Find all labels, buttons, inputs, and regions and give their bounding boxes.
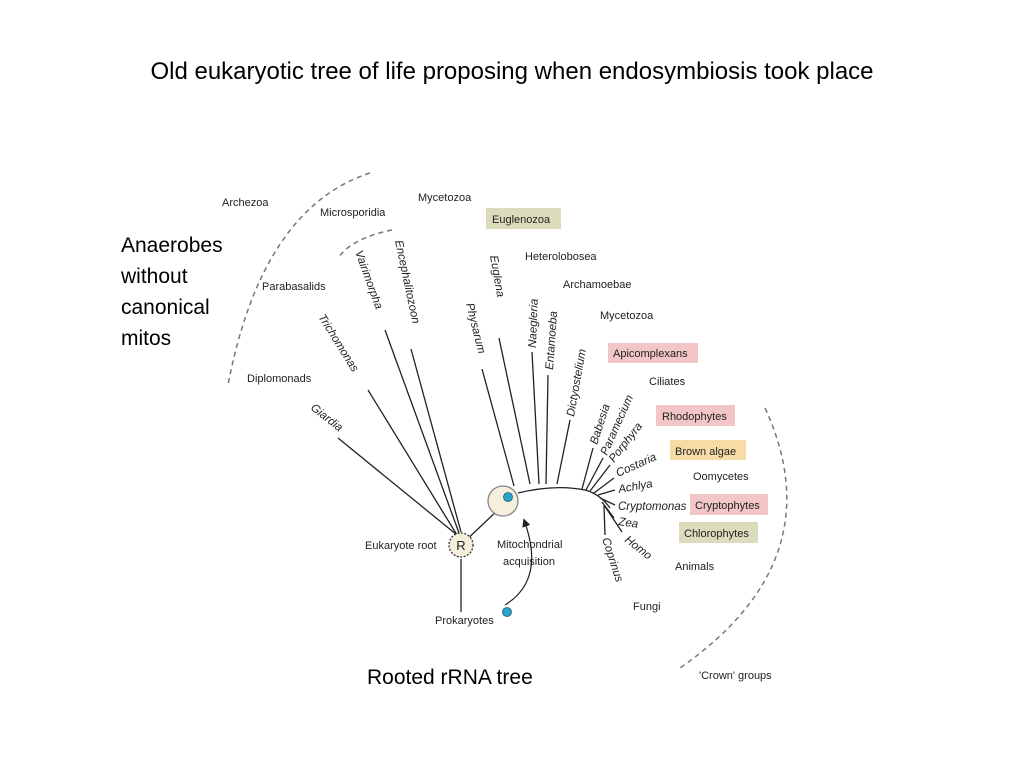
physarum-branch bbox=[481, 368, 515, 487]
porphyra-branch bbox=[589, 464, 611, 492]
prokaryote-mito-dot bbox=[502, 607, 512, 617]
backbone-branch bbox=[517, 486, 611, 509]
euglena-label: Euglena bbox=[487, 254, 506, 298]
mitochondrion-dot bbox=[503, 492, 513, 502]
crown-groups-label: 'Crown' groups bbox=[699, 670, 772, 682]
trichomonas-branch bbox=[367, 389, 458, 536]
cryptomonas-branch bbox=[599, 497, 616, 506]
microsporidia-arc bbox=[337, 229, 393, 259]
mito-acquisition-node bbox=[487, 485, 519, 517]
euglenozoa-box bbox=[486, 208, 561, 229]
vairimorpha-label: Vairimorpha bbox=[352, 249, 384, 311]
coprinus-label: Coprinus bbox=[599, 536, 625, 584]
root-symbol: R bbox=[456, 538, 465, 553]
eukaryote-root-label: Eukaryote root bbox=[365, 540, 437, 552]
coprinus-branch bbox=[603, 505, 606, 536]
naegleria-branch bbox=[531, 351, 540, 485]
euglenozoa-label: Euglenozoa bbox=[492, 214, 551, 226]
euglena-branch bbox=[498, 337, 531, 485]
mito-acquisition-label-1: Mitochondrial bbox=[497, 539, 562, 551]
brown-algae-box bbox=[670, 440, 746, 460]
giardia-branch bbox=[337, 437, 458, 536]
encephalitozoon-branch bbox=[410, 348, 462, 533]
crown-arc bbox=[679, 407, 788, 669]
naegleria-label: Naegleria bbox=[527, 298, 541, 348]
animals-label: Animals bbox=[675, 561, 715, 573]
microsporidia-label: Microsporidia bbox=[320, 207, 386, 219]
paramecium-branch bbox=[585, 457, 604, 491]
note-line: without bbox=[121, 265, 188, 288]
trichomonas-label: Trichomonas bbox=[315, 312, 360, 374]
dictyostelium-label: Dictyostelium bbox=[565, 348, 589, 418]
entamoeba-label: Entamoeba bbox=[544, 311, 560, 371]
achlya-branch bbox=[597, 489, 616, 496]
chlorophytes-label: Chlorophytes bbox=[684, 528, 749, 540]
cryptomonas-label: Cryptomonas bbox=[618, 501, 687, 513]
note-line: Anaerobes bbox=[121, 234, 223, 257]
achlya-label: Achlya bbox=[616, 478, 653, 496]
heterolobosea-label: Heterolobosea bbox=[525, 251, 597, 263]
parabasalids-label: Parabasalids bbox=[262, 281, 326, 293]
mycetozoa-label: Mycetozoa bbox=[418, 192, 472, 204]
archamoebae-label: Archamoebae bbox=[563, 279, 632, 291]
babesia-branch bbox=[581, 447, 594, 490]
archezoa-arc bbox=[227, 172, 371, 386]
tree-caption: Rooted rRNA tree bbox=[367, 666, 533, 689]
archezoa-label: Archezoa bbox=[222, 197, 269, 209]
apicomplexans-box bbox=[608, 343, 698, 363]
prokaryotes-label: Prokaryotes bbox=[435, 615, 494, 627]
anaerobes-note: Anaerobes without canonical mitos bbox=[121, 230, 223, 354]
note-line: mitos bbox=[121, 327, 172, 350]
slide-title: Old eukaryotic tree of life proposing wh… bbox=[150, 58, 874, 85]
homo-label: Homo bbox=[622, 534, 654, 563]
cryptophytes-label: Cryptophytes bbox=[695, 500, 760, 512]
fungi-label: Fungi bbox=[633, 601, 661, 613]
cryptophytes-box bbox=[690, 494, 768, 515]
physarum-label: Physarum bbox=[463, 302, 487, 356]
costaria-branch bbox=[593, 477, 615, 494]
zea-label: Zea bbox=[617, 516, 639, 531]
giardia-label: Giardia bbox=[308, 402, 345, 434]
ciliates-label: Ciliates bbox=[649, 376, 686, 388]
rhodophytes-label: Rhodophytes bbox=[662, 411, 727, 423]
apicomplexans-label: Apicomplexans bbox=[613, 348, 688, 360]
oomycetes-label: Oomycetes bbox=[693, 471, 749, 483]
eukaryote-root-node bbox=[448, 532, 474, 558]
homo-branch bbox=[603, 504, 623, 533]
diplomonads-label: Diplomonads bbox=[247, 373, 312, 385]
brown-algae-label: Brown algae bbox=[675, 446, 736, 458]
vairimorpha-branch bbox=[384, 329, 460, 534]
rhodophytes-box bbox=[656, 405, 735, 426]
mito-acquisition-label-2: acquisition bbox=[503, 556, 555, 568]
mycetozoa-right-label: Mycetozoa bbox=[600, 310, 654, 322]
chlorophytes-box bbox=[679, 522, 758, 543]
entamoeba-branch bbox=[545, 374, 549, 485]
dictyostelium-branch bbox=[556, 419, 571, 485]
acquisition-arrow bbox=[504, 518, 533, 606]
encephalitozoon-label: Encephalitozoon bbox=[392, 239, 421, 325]
note-line: canonical bbox=[121, 296, 210, 319]
